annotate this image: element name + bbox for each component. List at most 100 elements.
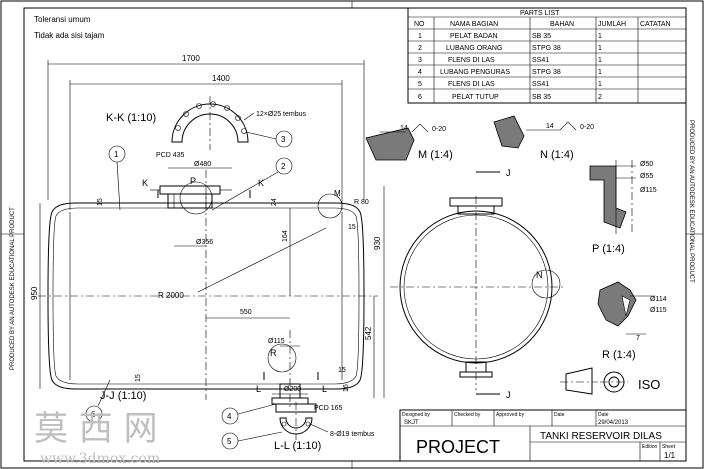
svg-text:LUBANG PENGURAS: LUBANG PENGURAS [440, 69, 510, 76]
detail-mark-m: M [334, 189, 341, 198]
title-block: Designed by SKJT Checked by Approved by … [399, 409, 687, 462]
main-view-dimensions: 1700 1400 950 930 542 164 24 15 15 Ø480 … [30, 54, 385, 398]
dim-pcd-165: PCD 165 [314, 405, 343, 412]
svg-text:3: 3 [418, 57, 422, 64]
table-row: 2 LUBANG ORANG STPG 38 1 [418, 45, 602, 52]
weld-dim-14-m: 14 [400, 125, 408, 132]
note-holes-12: 12×Ø25 tembus [256, 111, 307, 118]
view-label-kk: K-K (1:10) [106, 112, 156, 124]
svg-text:PELAT BADAN: PELAT BADAN [450, 33, 498, 40]
weld-gap-m: 0-20 [432, 126, 446, 133]
view-label-r: R (1:4) [602, 349, 636, 361]
weld-gap-n: 0-20 [580, 124, 594, 131]
label-checked-by: Checked by [454, 412, 481, 418]
detail-view-n: 14 0-20 N (1:4) [493, 115, 594, 161]
dim-dia-480: Ø480 [194, 161, 211, 168]
svg-text:FLENS DI LAS: FLENS DI LAS [448, 81, 495, 88]
parts-list-header: NO [414, 21, 425, 28]
watermark-logo: 莫 西 网 [34, 409, 158, 449]
label-designed-by: Designed by [402, 412, 430, 418]
table-row: 3 FLENS DI LAS SS41 1 [418, 57, 602, 64]
dim-dia-356: Ø356 [196, 239, 213, 246]
iso-label: ISO [638, 377, 660, 392]
svg-text:SB 35: SB 35 [532, 94, 551, 101]
section-mark-j-bottom: J [506, 390, 511, 400]
svg-text:1: 1 [598, 69, 602, 76]
section-mark-l-right: L [322, 384, 327, 394]
svg-text:STPG 38: STPG 38 [532, 45, 561, 52]
dim-15-top: 15 [97, 198, 104, 206]
balloon-4: 4 [227, 412, 232, 421]
dim-950: 950 [30, 286, 39, 300]
dim-pcd-435: PCD 435 [156, 152, 185, 159]
svg-text:PELAT TUTUP: PELAT TUTUP [452, 94, 499, 101]
balloon-3: 3 [281, 135, 286, 144]
balloon-2: 2 [281, 162, 286, 171]
dim-dia-115-r: Ø115 [650, 307, 667, 314]
note-no-sharp-edges: Tidak ada sisi tajam [34, 31, 105, 40]
weld-dim-14-n: 14 [546, 123, 554, 130]
section-mark-k-left: K [142, 178, 148, 188]
dim-dia-55: Ø55 [640, 173, 653, 180]
table-row: 1 PELAT BADAN SB 35 1 [418, 33, 602, 40]
parts-list-header: NAMA BAGIAN [450, 21, 498, 28]
side-text-left: PRODUCED BY AN AUTODESK EDUCATIONAL PROD… [10, 207, 16, 370]
parts-list-title: PARTS LIST [520, 10, 560, 17]
dim-1400: 1400 [212, 74, 230, 83]
iso-projection-symbol: ISO [560, 367, 660, 395]
dim-24: 24 [271, 198, 278, 206]
section-mark-k-right: K [258, 178, 264, 188]
detail-mark-r: R [270, 348, 277, 358]
tank-side-view: K K P M R L L R 2000 [38, 170, 378, 410]
svg-text:SB 35: SB 35 [532, 33, 551, 40]
balloon-6: 6 [91, 410, 96, 419]
note-tolerance: Toleransi umum [34, 15, 91, 24]
balloon-5: 5 [227, 437, 232, 446]
dim-r80: R 80 [354, 199, 369, 206]
drawing-title: TANKI RESERVOIR DILAS [540, 431, 662, 442]
parts-list-header: JUMLAH [598, 21, 626, 28]
dim-dia-200: Ø200 [284, 386, 301, 393]
label-sheet: Sheet [662, 444, 676, 450]
dim-r2000: R 2000 [158, 291, 184, 300]
view-label-p: P (1:4) [592, 243, 625, 255]
dim-550: 550 [240, 309, 252, 316]
dim-15-bottom: 15 [135, 374, 142, 382]
label-approved-by: Approved by [496, 412, 525, 418]
table-row: 4 LUBANG PENGURAS STPG 38 1 [418, 69, 602, 76]
side-text-right: PRODUCED BY AN AUTODESK EDUCATIONAL PROD… [688, 120, 694, 283]
dim-dia-50: Ø50 [640, 161, 653, 168]
watermark-url: www.3dmox.com [40, 451, 160, 467]
section-mark-l-left: L [256, 384, 261, 394]
view-label-jj: J-J (1:10) [100, 390, 146, 402]
svg-text:1: 1 [418, 33, 422, 40]
balloon-1: 1 [114, 150, 119, 159]
dim-7: 7 [636, 335, 640, 342]
dim-930: 930 [373, 236, 382, 250]
dim-15-flange: 15 [348, 224, 356, 231]
project-name: PROJECT [416, 437, 500, 457]
section-view-ll: PCD 165 8-Ø19 tembus L-L (1:10) [274, 402, 375, 452]
svg-text:1: 1 [598, 81, 602, 88]
svg-text:5: 5 [418, 81, 422, 88]
svg-text:6: 6 [418, 94, 422, 101]
table-row: 6 PELAT TUTUP SB 35 2 [418, 94, 602, 101]
section-mark-j-top: J [506, 168, 511, 178]
dim-dia-114: Ø114 [650, 296, 667, 303]
svg-text:SS41: SS41 [532, 81, 549, 88]
label-date-approved: Date [554, 412, 565, 418]
svg-text:2: 2 [598, 94, 602, 101]
svg-text:LUBANG ORANG: LUBANG ORANG [446, 45, 502, 52]
section-view-kk: K-K (1:10) 12×Ø25 tembus PCD 435 [106, 96, 307, 159]
tank-end-view: J J N [390, 168, 564, 400]
view-label-n: N (1:4) [540, 149, 574, 161]
note-holes-8: 8-Ø19 tembus [330, 431, 375, 438]
svg-text:SS41: SS41 [532, 57, 549, 64]
parts-list-header: BAHAN [550, 21, 574, 28]
svg-text:2: 2 [418, 45, 422, 52]
dim-dia-115-p: Ø115 [640, 187, 657, 194]
svg-text:STPG 38: STPG 38 [532, 69, 561, 76]
designed-by-value: SKJT [404, 420, 419, 426]
parts-list-table: PARTS LIST NO NAMA BAGIAN BAHAN JUMLAH C… [407, 7, 687, 104]
